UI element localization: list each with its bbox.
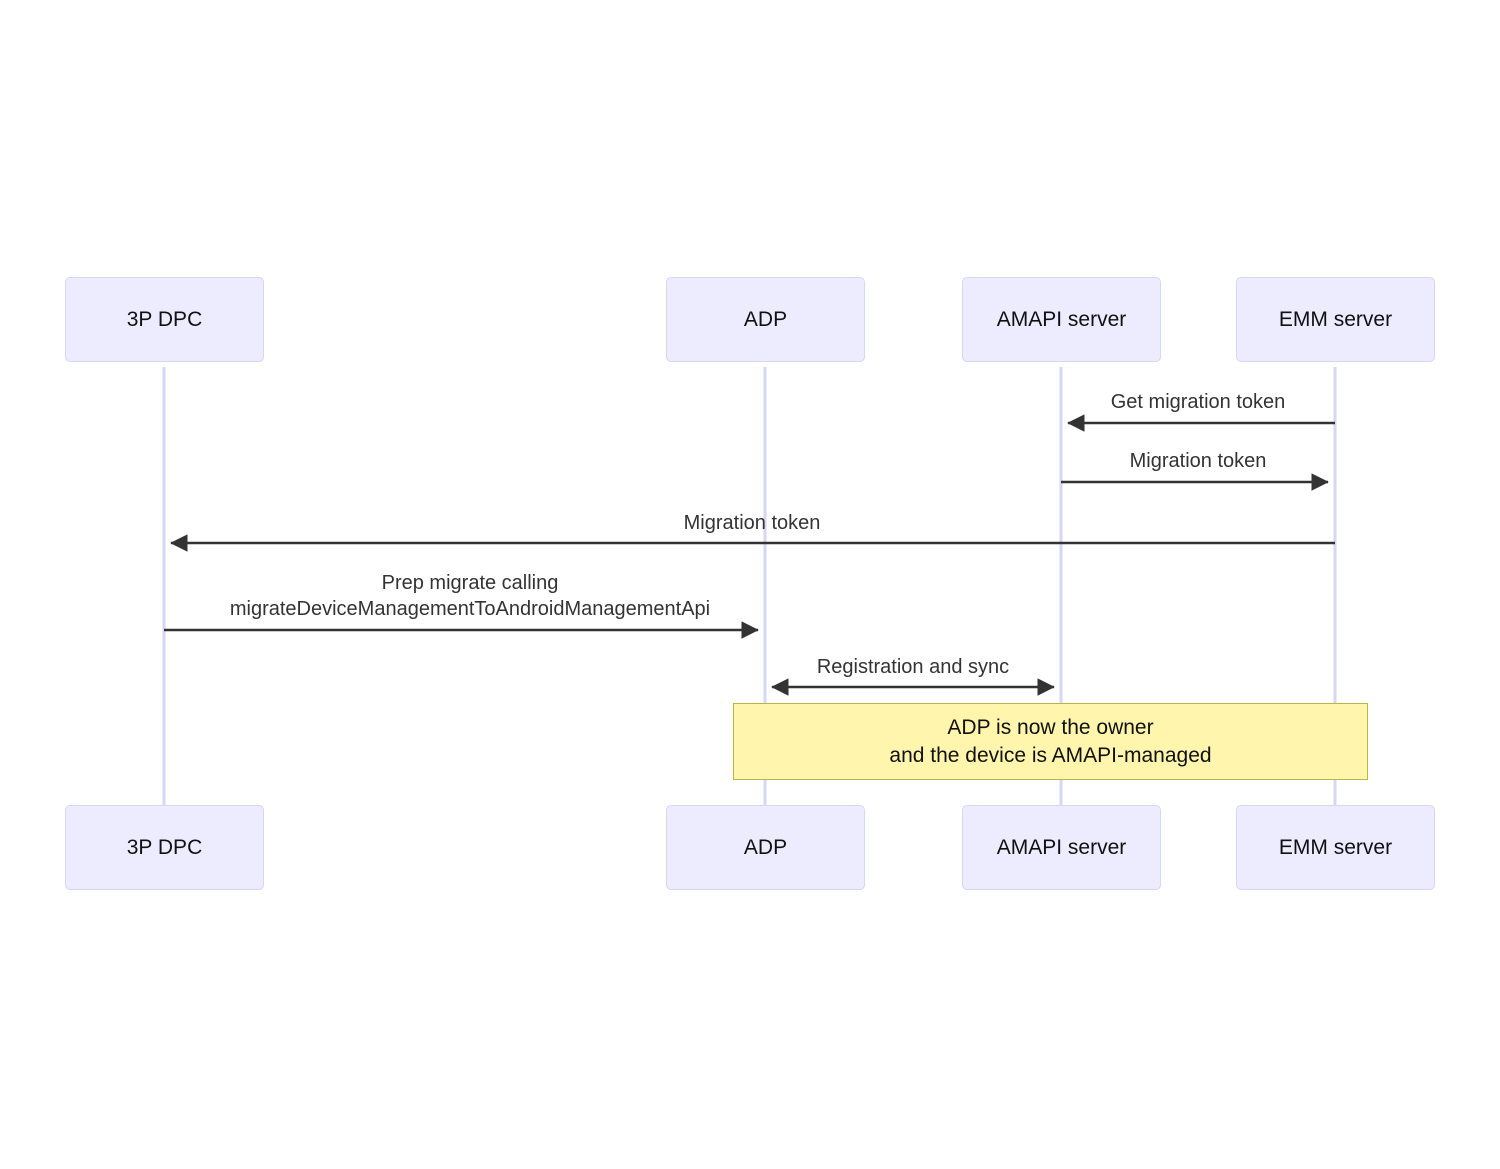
participant-label-amapi: AMAPI server <box>996 307 1127 331</box>
message-label-registration-and-sync: Registration and sync <box>816 656 1010 678</box>
participant-label-adp: ADP <box>743 307 788 331</box>
note-adp-owner: ADP is now the owner and the device is A… <box>733 703 1368 780</box>
message-arrows-group <box>164 414 1335 696</box>
participant-box-bottom-amapi[interactable]: AMAPI server <box>962 805 1161 890</box>
message-label-get-migration-token: Get migration token <box>1110 391 1286 413</box>
participant-box-bottom-adp[interactable]: ADP <box>666 805 865 890</box>
participant-label-bottom-dpc: 3P DPC <box>126 835 203 859</box>
participant-box-top-dpc[interactable]: 3P DPC <box>65 277 264 362</box>
note-line-1: ADP is now the owner <box>947 715 1154 739</box>
note-line-2: and the device is AMAPI-managed <box>889 743 1212 767</box>
participant-box-bottom-emm[interactable]: EMM server <box>1236 805 1435 890</box>
participant-box-top-emm[interactable]: EMM server <box>1236 277 1435 362</box>
participant-box-bottom-dpc[interactable]: 3P DPC <box>65 805 264 890</box>
participant-label-bottom-emm: EMM server <box>1278 835 1393 859</box>
participant-box-top-adp[interactable]: ADP <box>666 277 865 362</box>
participant-box-top-amapi[interactable]: AMAPI server <box>962 277 1161 362</box>
participant-label-bottom-adp: ADP <box>743 835 788 859</box>
participant-label-emm: EMM server <box>1278 307 1393 331</box>
message-label-migration-token-to-emm: Migration token <box>1129 450 1267 472</box>
message-label-migration-token-to-dpc: Migration token <box>683 512 821 534</box>
participant-label-dpc: 3P DPC <box>126 307 203 331</box>
message-label-prep-migrate: Prep migrate calling migrateDeviceManage… <box>190 570 750 622</box>
message-label-prep-migrate-line1: Prep migrate calling <box>381 572 559 594</box>
participant-label-bottom-amapi: AMAPI server <box>996 835 1127 859</box>
message-label-prep-migrate-line2: migrateDeviceManagementToAndroidManageme… <box>229 598 711 620</box>
